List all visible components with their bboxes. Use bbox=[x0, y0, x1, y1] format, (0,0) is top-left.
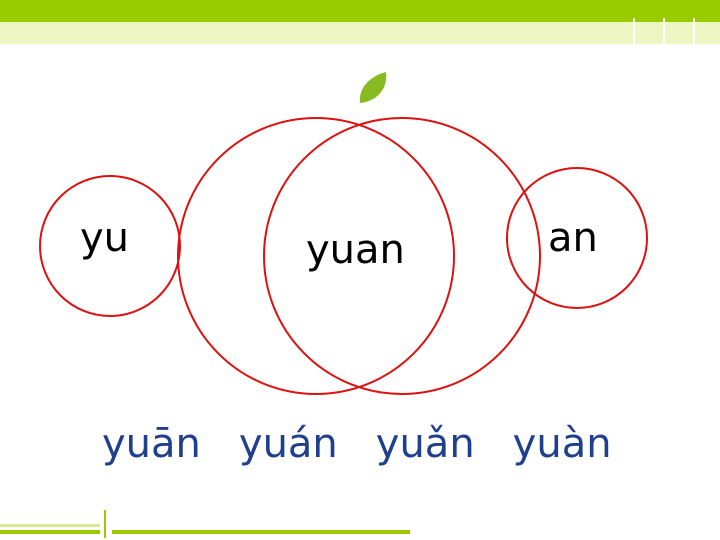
tone-1: yuān bbox=[102, 421, 201, 467]
footer-tick bbox=[104, 510, 106, 538]
left-big-circle bbox=[177, 117, 455, 395]
tone-4: yuàn bbox=[512, 421, 612, 467]
leaf-icon bbox=[359, 72, 387, 103]
compound-label: yuan bbox=[306, 227, 405, 273]
footer-line bbox=[112, 530, 410, 534]
tone-2: yuán bbox=[238, 421, 338, 467]
final-label: an bbox=[548, 215, 598, 261]
tone-3: yuǎn bbox=[375, 421, 475, 467]
header-band-light bbox=[0, 22, 720, 44]
final-circle bbox=[506, 167, 648, 309]
tone-row: yuān yuán yuǎn yuàn bbox=[102, 424, 662, 468]
footer-line-light bbox=[0, 524, 100, 527]
right-big-circle bbox=[263, 117, 541, 395]
header-tick bbox=[663, 18, 665, 44]
footer-line bbox=[0, 530, 100, 534]
header-band bbox=[0, 0, 720, 22]
header-tick bbox=[633, 18, 635, 44]
header-tick bbox=[693, 18, 695, 44]
initial-label: yu bbox=[80, 215, 130, 261]
initial-circle bbox=[39, 175, 181, 317]
